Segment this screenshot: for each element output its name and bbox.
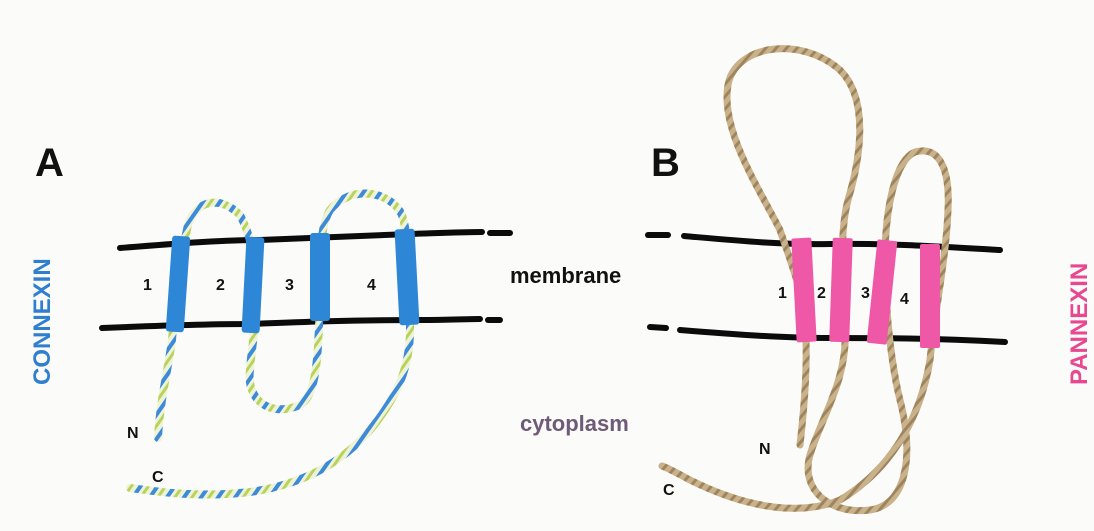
- n-terminus-b: N: [759, 441, 771, 458]
- membrane-bottom-dash-b: [650, 327, 666, 328]
- connexin-side-label: CONNEXIN: [29, 258, 56, 385]
- connexin-segment-2: [242, 237, 265, 334]
- segment-number-b-1: 1: [778, 285, 787, 302]
- segment-number-b-2: 2: [817, 285, 826, 302]
- segment-number-a-3: 3: [285, 277, 294, 294]
- c-terminus-a: C: [152, 469, 164, 486]
- connexin-segment-3: [310, 233, 330, 321]
- segment-number-a-2: 2: [216, 277, 225, 294]
- connexin-segment-4: [395, 229, 420, 326]
- cytoplasm-label: cytoplasm: [520, 411, 629, 436]
- n-terminus-a: N: [127, 425, 139, 442]
- segment-number-b-4: 4: [900, 291, 909, 308]
- pannexin-side-label: PANNEXIN: [1066, 263, 1093, 385]
- segment-number-a-1: 1: [143, 277, 152, 294]
- panel-b: 1 2 3 4 B PANNEXIN N C: [648, 49, 1093, 511]
- pannexin-segment-2: [829, 238, 853, 343]
- connexin-segment-1: [166, 235, 191, 332]
- segment-number-b-3: 3: [861, 285, 870, 302]
- segment-number-a-4: 4: [367, 277, 376, 294]
- c-terminus-b: C: [663, 482, 675, 499]
- pannexin-segment-4: [920, 244, 940, 348]
- panel-a: 1 2 3 4 A CONNEXIN N C: [29, 141, 510, 495]
- panel-letter-b: B: [651, 141, 680, 185]
- pannexin-segment-1: [791, 238, 816, 343]
- membrane-bottom-line-a: [102, 319, 480, 328]
- membrane-label: membrane: [510, 263, 621, 288]
- panel-letter-a: A: [35, 141, 64, 185]
- pannexin-segment-3: [867, 239, 898, 345]
